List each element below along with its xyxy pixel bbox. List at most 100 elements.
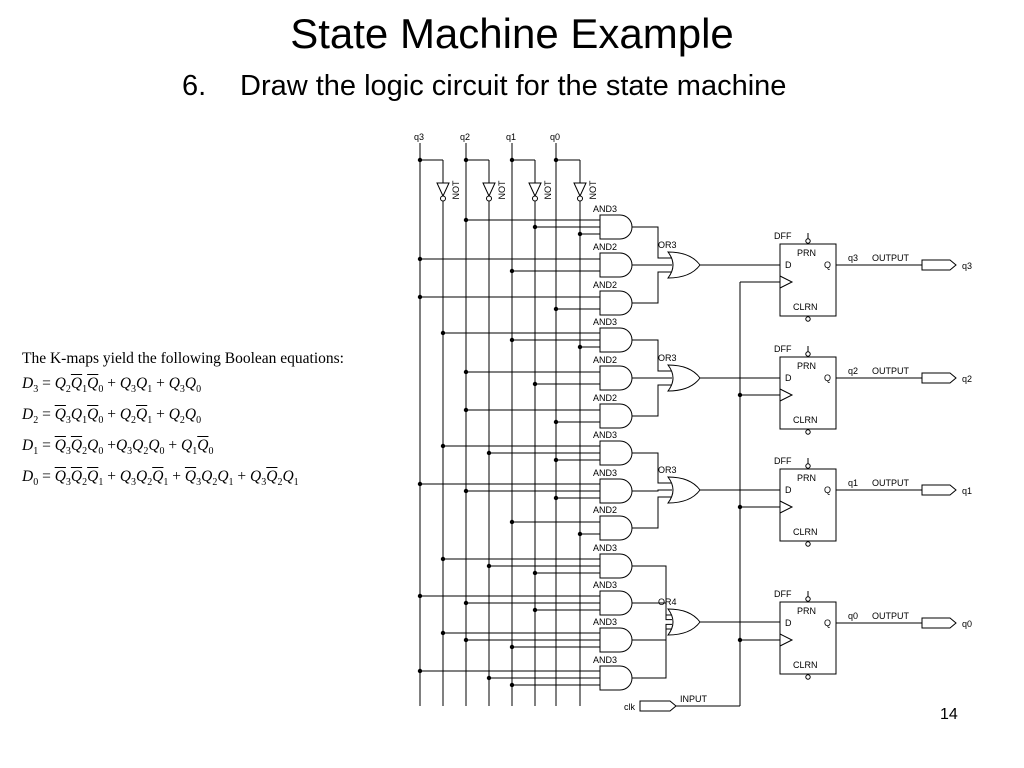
d-label: D: [785, 260, 792, 270]
output-pin-name: q1: [962, 486, 972, 496]
equation-term: 3: [65, 415, 71, 427]
junction-dot: [417, 481, 423, 487]
equation-term: D: [22, 437, 34, 455]
or-gate: [666, 608, 701, 636]
junction-dot: [417, 256, 423, 262]
equation-term: Q: [70, 468, 83, 486]
equation-term: Q: [54, 437, 66, 455]
and-gate-label: AND3: [593, 468, 617, 478]
and-gate-label: AND3: [593, 204, 617, 214]
not-bubble: [532, 195, 538, 202]
and-gate: [599, 440, 633, 466]
and-gate: [599, 290, 633, 316]
equation-term: Q: [266, 468, 278, 486]
equation-term: Q: [250, 468, 262, 486]
junction-dot: [463, 369, 469, 375]
or-input-wire: [632, 565, 672, 616]
junction-dot: [532, 570, 538, 576]
equation-term: 2: [33, 415, 39, 427]
junction-dot: [532, 224, 538, 230]
dff-label: DFF: [774, 456, 792, 466]
equation-term: 0: [208, 446, 214, 458]
junction-dot: [509, 337, 515, 343]
equation-term: Q: [184, 375, 197, 392]
prn-bubble: [805, 238, 811, 244]
and-gate: [599, 214, 633, 240]
clrn-label: CLRN: [793, 660, 818, 670]
equation-term: 1: [82, 384, 88, 396]
equation-term: Q: [201, 468, 213, 486]
d-label: D: [785, 618, 792, 628]
prn-bubble: [805, 596, 811, 602]
equation-term: Q: [136, 468, 148, 486]
not-bubble: [577, 195, 583, 202]
slide-subtitle: 6. Draw the logic circuit for the state m…: [182, 70, 786, 103]
equation-term: Q: [54, 375, 66, 392]
equation-d2: D2 = Q3Q1Q0 + Q2Q1 + Q2Q0: [22, 402, 344, 433]
slide-title: State Machine Example: [290, 10, 734, 57]
not-bubble: [486, 195, 492, 202]
junction-dot: [417, 294, 423, 300]
and-gate: [599, 252, 633, 278]
equation-term: Q: [54, 468, 66, 486]
prn-label: PRN: [797, 361, 816, 371]
and-gate-label: AND2: [593, 242, 617, 252]
prn-bubble: [805, 463, 811, 469]
equation-term: 0: [98, 446, 104, 458]
junction-dot: [417, 593, 423, 599]
and-gate-label: AND2: [593, 505, 617, 515]
junction-dot: [577, 531, 583, 537]
not-gate: [482, 182, 496, 198]
dff-block: [779, 356, 837, 430]
step-number: 6.: [182, 70, 207, 102]
equation-term: Q: [87, 406, 99, 424]
clrn-label: CLRN: [793, 415, 818, 425]
q-label: Q: [824, 618, 831, 628]
equation-term: =: [38, 468, 55, 486]
equation-term: 1: [163, 477, 169, 489]
or-gate: [666, 476, 701, 504]
not-bubble: [440, 195, 446, 202]
q-output-name: q2: [848, 366, 858, 376]
clrn-bubble: [805, 429, 811, 435]
not-gate: [436, 182, 450, 198]
step-text: Draw the logic circuit for the state mac…: [240, 70, 787, 102]
q-output-name: q3: [848, 253, 858, 263]
equation-term: Q: [132, 437, 144, 455]
and-gate: [599, 403, 633, 429]
equation-term: 3: [131, 477, 137, 489]
equation-term: Q: [181, 437, 193, 455]
junction-dot: [509, 519, 515, 525]
equation-term: Q: [54, 406, 66, 424]
equation-d3: D3 = Q2Q1Q0 + Q3Q1 + Q3Q0: [22, 371, 344, 402]
junction-dot: [463, 407, 469, 413]
or-input-wire: [632, 226, 672, 259]
output-pin-name: q0: [962, 619, 972, 629]
or-gate-label: OR3: [658, 353, 677, 363]
junction-dot: [577, 231, 583, 237]
equation-term: 3: [65, 446, 71, 458]
equation-d0: D0 = Q3Q2Q1 + Q3Q2Q1 + Q3Q2Q1 + Q3Q2Q1: [22, 464, 344, 495]
equation-term: 1: [147, 415, 153, 427]
and-gate: [599, 515, 633, 541]
or-input-wire: [632, 384, 672, 417]
or-input-wire: [632, 452, 672, 484]
equation-term: 1: [192, 446, 198, 458]
clock-triangle: [779, 388, 794, 402]
clrn-bubble: [805, 316, 811, 322]
output-pin-name: q2: [962, 374, 972, 384]
and-gate: [599, 478, 633, 504]
output-label: OUTPUT: [872, 611, 910, 621]
junction-dot: [486, 450, 492, 456]
equation-term: 3: [196, 477, 202, 489]
page-number: 14: [940, 706, 958, 723]
equation-term: Q: [168, 406, 180, 424]
equation-term: Q: [87, 437, 99, 455]
and-gate: [599, 627, 633, 653]
equation-term: 1: [293, 477, 299, 489]
not-gate: [528, 182, 542, 198]
junction-dot: [553, 306, 559, 312]
dff-label: DFF: [774, 231, 792, 241]
equation-term: Q: [119, 468, 132, 486]
q-output-name: q1: [848, 478, 858, 488]
